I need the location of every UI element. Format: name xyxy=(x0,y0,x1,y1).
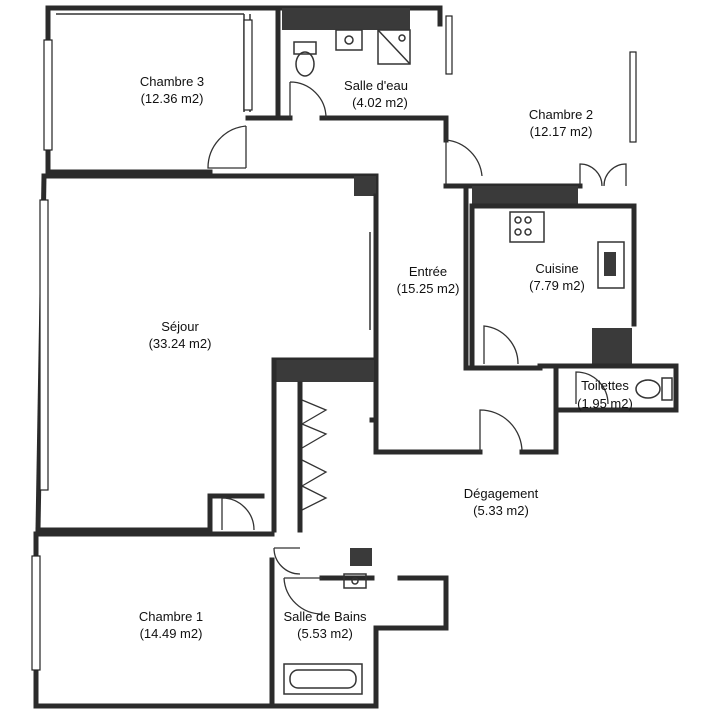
toilet-icon-wc xyxy=(635,377,673,401)
window-sejour xyxy=(39,199,49,491)
label-salle-de-bains: Salle de Bains xyxy=(283,609,367,624)
room-salle-de-bains xyxy=(269,548,449,709)
stove-icon xyxy=(509,211,545,243)
area-entree: (15.25 m2) xyxy=(397,281,460,296)
label-chambre-2: Chambre 2 xyxy=(529,107,593,122)
door-chambre-3[interactable] xyxy=(207,125,247,169)
door-sejour[interactable] xyxy=(221,497,255,531)
label-sejour: Séjour xyxy=(161,319,199,334)
area-degagement: (5.33 m2) xyxy=(473,503,529,518)
sink-kitchen-icon xyxy=(597,241,625,289)
window-chambre-1 xyxy=(31,555,41,671)
area-sejour: (33.24 m2) xyxy=(149,336,212,351)
door-entree[interactable] xyxy=(479,409,523,453)
label-toilettes: Toilettes xyxy=(581,378,629,393)
sink-bath-icon xyxy=(343,573,367,589)
label-degagement: Dégagement xyxy=(464,486,539,501)
door-degagement[interactable] xyxy=(273,547,301,575)
window-chambre-3-left xyxy=(43,39,53,151)
label-chambre-3: Chambre 3 xyxy=(140,74,204,89)
sink-icon xyxy=(335,29,363,51)
area-chambre-2: (12.17 m2) xyxy=(530,124,593,139)
room-toilettes xyxy=(519,363,679,455)
room-entree xyxy=(373,183,543,455)
room-degagement xyxy=(271,357,379,533)
label-chambre-1: Chambre 1 xyxy=(139,609,203,624)
closet-doors[interactable] xyxy=(301,399,328,511)
label-salle-deau: Salle d'eau xyxy=(344,78,408,93)
door-salle-deau[interactable] xyxy=(289,81,327,119)
area-salle-de-bains: (5.53 m2) xyxy=(297,626,353,641)
room-salle-deau xyxy=(275,5,449,143)
door-cuisine[interactable] xyxy=(483,325,519,365)
room-sejour xyxy=(35,173,379,533)
label-cuisine: Cuisine xyxy=(535,261,578,276)
shower-icon xyxy=(377,29,411,65)
door-chambre-2-french[interactable] xyxy=(579,163,627,187)
area-cuisine: (7.79 m2) xyxy=(529,278,585,293)
area-toilettes: (1.95 m2) xyxy=(577,396,633,411)
area-chambre-1: (14.49 m2) xyxy=(140,626,203,641)
door-salle-de-bains[interactable] xyxy=(283,577,323,615)
toilet-icon xyxy=(293,41,317,77)
window-chambre-3-right xyxy=(243,19,253,111)
area-salle-deau: (4.02 m2) xyxy=(352,95,408,110)
area-chambre-3: (12.36 m2) xyxy=(141,91,204,106)
window-salle-deau xyxy=(445,15,453,75)
label-entree: Entrée xyxy=(409,264,447,279)
bathtub-icon xyxy=(283,663,363,695)
door-toilettes[interactable] xyxy=(575,371,609,405)
